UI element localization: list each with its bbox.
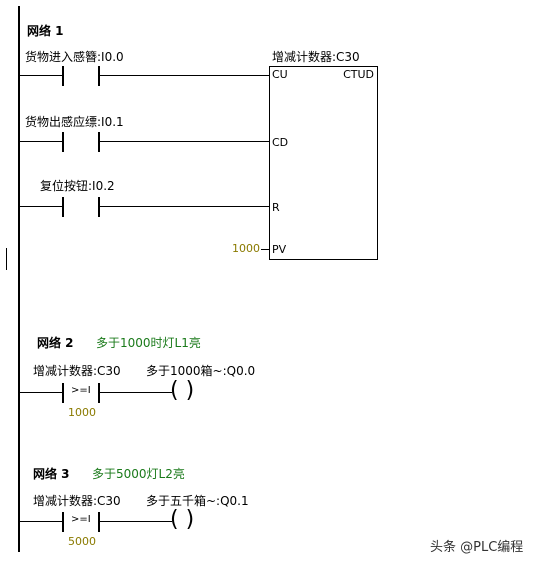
pv-wire	[261, 249, 269, 250]
network-1-title[interactable]: 网络 1	[27, 24, 64, 38]
pin-cd: CD	[272, 136, 289, 149]
network-3-title[interactable]: 网络 3	[33, 467, 70, 481]
counter-type: CTUD	[343, 68, 374, 81]
contact-i0-2-label: 复位按钮:I0.2	[40, 179, 115, 193]
network-2-title[interactable]: 网络 2	[37, 336, 74, 350]
network-2-compare-op: >=I	[71, 385, 91, 396]
counter-name: 增减计数器:C30	[272, 50, 360, 64]
contact-i0-0-label: 货物进入感簪:I0.0	[25, 50, 124, 64]
pv-value[interactable]: 1000	[232, 242, 260, 255]
network-2-compare-value[interactable]: 1000	[68, 406, 96, 419]
network-2-comment: 多于1000时灯L1亮	[96, 336, 201, 350]
network-3-compare-operand: 增减计数器:C30	[33, 494, 121, 508]
counter-block[interactable]: CU CTUD CD R PV	[269, 66, 378, 260]
watermark: 头条 @PLC编程	[430, 540, 524, 555]
network-2-compare-operand: 增减计数器:C30	[33, 364, 121, 378]
cursor-marker	[6, 248, 7, 270]
pin-cu: CU	[272, 68, 288, 81]
network-3-coil[interactable]: ( )	[170, 507, 195, 532]
pin-r: R	[272, 201, 280, 214]
power-rail	[18, 6, 20, 552]
contact-i0-1-label: 货物出感应缥:I0.1	[25, 115, 124, 129]
network-2-coil[interactable]: ( )	[170, 378, 195, 403]
network-2-coil-label: 多于1000箱~:Q0.0	[146, 364, 256, 378]
pin-pv: PV	[272, 243, 287, 256]
network-3-comment: 多于5000灯L2亮	[92, 467, 185, 481]
network-3-compare-op: >=I	[71, 514, 91, 525]
network-3-coil-label: 多于五千箱~:Q0.1	[146, 494, 249, 508]
network-3-compare-value[interactable]: 5000	[68, 535, 96, 548]
